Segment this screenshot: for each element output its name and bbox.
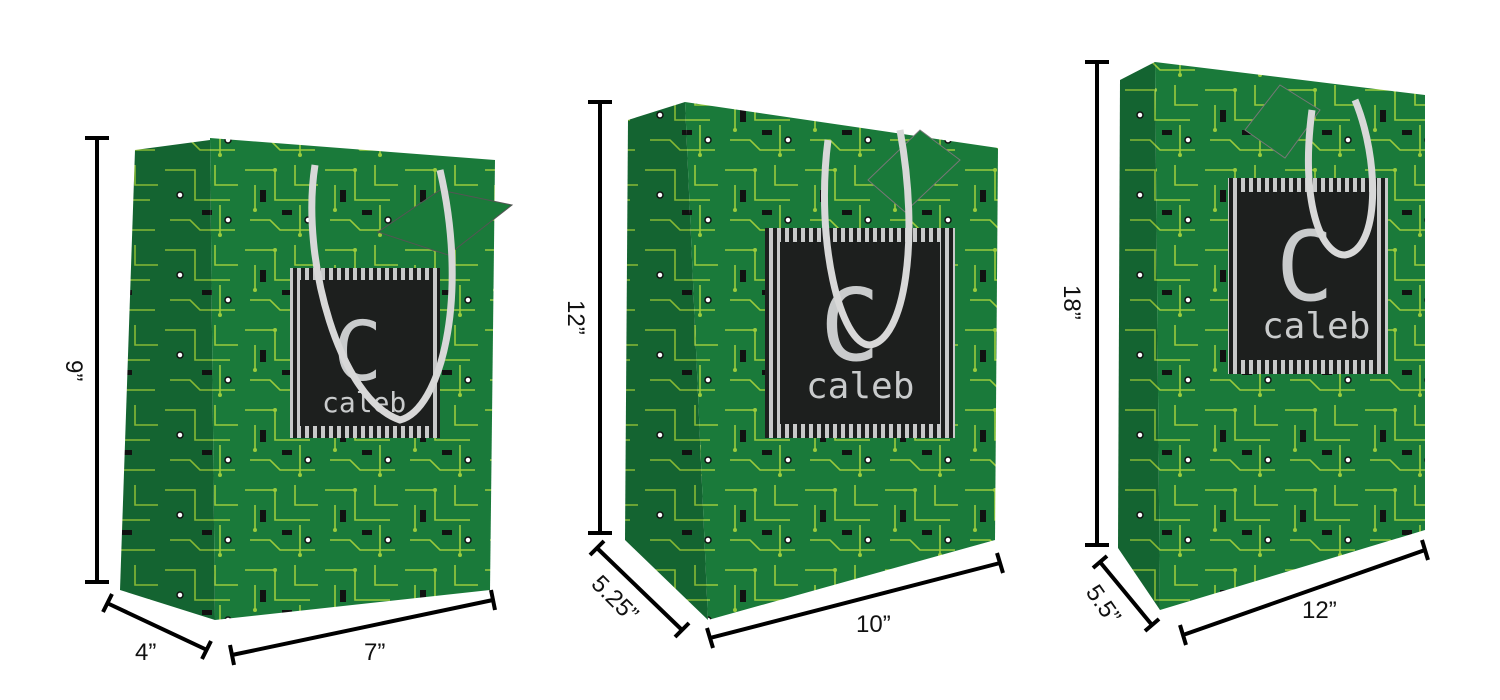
medium-bag: C caleb 12” 5.25” 10” — [562, 100, 1005, 649]
width-label: 12” — [1302, 597, 1337, 624]
monogram-name: caleb — [806, 366, 914, 407]
monogram-letter: C — [1276, 211, 1334, 323]
height-label: 12” — [562, 300, 589, 335]
width-label: 10” — [856, 611, 891, 638]
height-label: 18” — [1058, 285, 1085, 320]
rope-handle — [1304, 98, 1377, 259]
depth-label: 5.25” — [586, 570, 644, 628]
gift-tag — [1244, 84, 1321, 159]
height-label: 9” — [60, 360, 87, 381]
gift-tag — [376, 189, 514, 256]
depth-label: 4” — [135, 639, 156, 666]
width-label: 7” — [364, 639, 385, 666]
chip-logo — [780, 242, 940, 424]
rope-handle — [308, 164, 456, 424]
rope-handle — [820, 129, 913, 349]
monogram-name: caleb — [1262, 306, 1370, 347]
small-bag: C caleb 9” 4” 7” — [60, 136, 514, 666]
large-bag: C caleb 18” 5.5” 12” — [1058, 60, 1430, 646]
chip-logo — [1240, 192, 1376, 360]
